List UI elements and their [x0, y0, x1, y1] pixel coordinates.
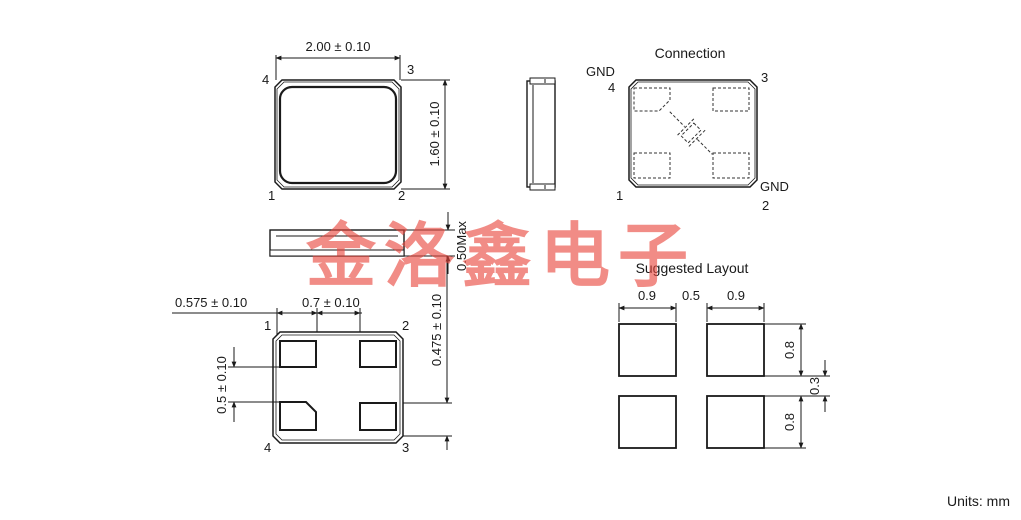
bottom-pad-3 [359, 402, 397, 431]
layout-title: Suggested Layout [636, 260, 749, 276]
bottom-pad-4 [279, 401, 317, 431]
bottom-offset-dim: 0.575 ± 0.10 [175, 295, 247, 310]
connection-pad-3 [712, 87, 750, 112]
top-pin-4: 4 [262, 72, 269, 87]
connection-pin-4: 4 [608, 80, 615, 95]
connection-pad-2 [712, 152, 750, 179]
units-label: Units: mm [947, 493, 1010, 509]
side-height-dim: 0.50Max [454, 221, 469, 271]
suggested-layout: Suggested Layout 0.9 0.5 0.9 0.8 0.3 0.8 [618, 260, 830, 449]
layout-pad-top-left [618, 323, 677, 377]
layout-pad-top-right [706, 323, 765, 377]
layout-pad-w1: 0.9 [638, 288, 656, 303]
connection-package-outline [628, 79, 758, 188]
layout-pad-bottom-left [618, 395, 677, 449]
bottom-pin-4: 4 [264, 440, 271, 455]
layout-pad-h1: 0.8 [782, 341, 797, 359]
bottom-view: 0.575 ± 0.10 0.7 ± 0.10 0.5 ± 0.10 0.475… [172, 256, 452, 455]
connection-gnd-top: GND [586, 64, 615, 79]
connection-pin-3: 3 [761, 70, 768, 85]
layout-pad-bottom-right [706, 395, 765, 449]
bottom-pin-1: 1 [264, 318, 271, 333]
connection-pad-1 [633, 152, 671, 179]
connection-pin-1: 1 [616, 188, 623, 203]
connection-title: Connection [655, 45, 726, 61]
watermark-text: 金洛鑫电子 [305, 214, 696, 297]
layout-gap: 0.5 [682, 288, 700, 303]
top-pin-3: 3 [407, 62, 414, 77]
long-side-view: 0.50Max [269, 212, 469, 274]
narrow-side-view [526, 77, 556, 191]
top-width-dim: 2.00 ± 0.10 [306, 39, 371, 54]
top-lid-outline [278, 85, 398, 185]
top-pin-2: 2 [398, 188, 405, 203]
top-view: 2.00 ± 0.10 1.60 ± 0.10 4 3 1 2 [262, 39, 450, 203]
connection-gnd-bottom: GND [760, 179, 789, 194]
bottom-pad-height-dim: 0.5 ± 0.10 [214, 356, 229, 414]
top-pin-1: 1 [268, 188, 275, 203]
bottom-pad-width-dim: 0.7 ± 0.10 [302, 295, 360, 310]
layout-pad-h2: 0.8 [782, 413, 797, 431]
bottom-pin-3: 3 [402, 440, 409, 455]
bottom-pad-pitch-dim: 0.475 ± 0.10 [429, 294, 444, 366]
layout-gap-v: 0.3 [807, 377, 822, 395]
connection-pad-4 [633, 87, 671, 112]
connection-pin-2: 2 [762, 198, 769, 213]
bottom-pin-2: 2 [402, 318, 409, 333]
connection-view: Connection GND 4 3 1 GND 2 [586, 45, 789, 213]
bottom-pad-1 [279, 340, 317, 368]
bottom-pad-2 [359, 340, 397, 368]
layout-pad-w2: 0.9 [727, 288, 745, 303]
top-height-dim: 1.60 ± 0.10 [427, 102, 442, 167]
